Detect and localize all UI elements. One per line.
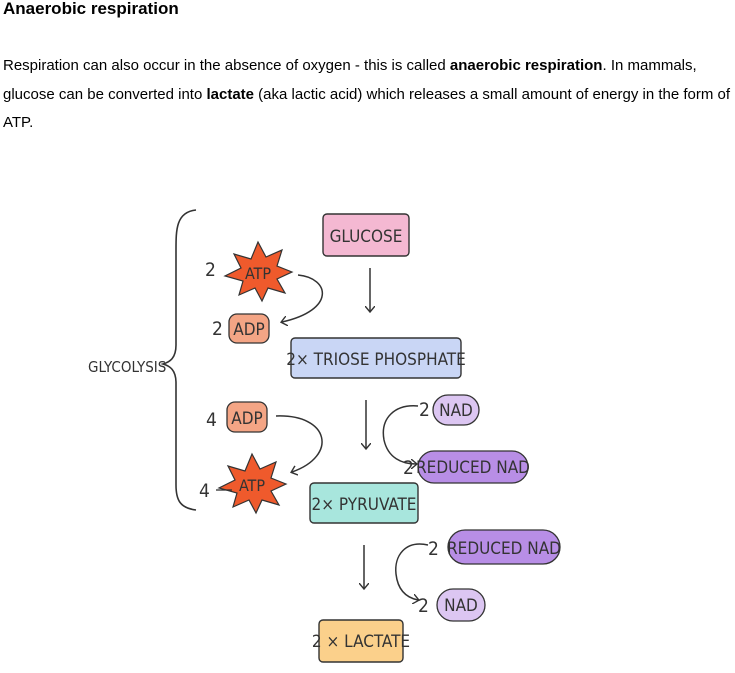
term-lactate: lactate [206, 85, 254, 103]
atp-top-count: 2 [205, 259, 216, 281]
intro-text-1: Respiration can also occur in the absenc… [3, 57, 450, 74]
reduced-nad-bottom-pill [447, 529, 561, 565]
adp-top-box [228, 313, 270, 344]
glycolysis-brace [160, 209, 197, 511]
curve-adp-to-atp [275, 415, 323, 472]
nad-bottom-label: NAD [444, 596, 478, 616]
glycolysis-label: GLYCOLYSIS [88, 358, 166, 376]
curve-nad-to-reduced-nad-top [382, 405, 418, 464]
curve-reduced-nad-to-nad-bottom [395, 543, 429, 600]
reduced-nad-top-pill [417, 450, 529, 484]
triose-phosphate-label: 2× TRIOSE PHOSPHATE [286, 350, 465, 370]
atp-top-label: ATP [245, 264, 271, 283]
atp-top-burst [223, 240, 294, 303]
curve-atp-to-adp [282, 274, 324, 322]
nad-top-count: 2 [419, 399, 430, 421]
nad-top-pill [432, 394, 480, 426]
adp-top-label: ADP [233, 320, 264, 340]
nad-bottom-pill [436, 588, 486, 622]
adp-bottom-box [226, 401, 268, 433]
nad-top-label: NAD [439, 401, 473, 421]
reduced-nad-top-count: 2 [403, 457, 414, 479]
lactate-label: 2 × LACTATE [312, 632, 410, 652]
intro-paragraph: Respiration can also occur in the absenc… [3, 52, 735, 138]
reduced-nad-bottom-label: REDUCED NAD [447, 539, 561, 559]
nad-bottom-count: 2 [418, 595, 429, 617]
triose-phosphate-box [290, 337, 462, 379]
term-anaerobic-respiration: anaerobic respiration [449, 57, 603, 74]
adp-bottom-label: ADP [231, 409, 262, 429]
intro-text-3: (aka lactic acid) which releases a small… [3, 85, 731, 132]
reduced-nad-top-label: REDUCED NAD [416, 458, 530, 478]
atp-bottom-label: ATP [239, 476, 265, 495]
intro-text-2: . In mammals, glucose can be converted i… [3, 57, 697, 103]
reduced-nad-bottom-count: 2 [428, 538, 439, 560]
atp-bottom-burst [217, 452, 288, 515]
atp-bottom-count: 4 [199, 480, 210, 502]
adp-top-count: 2 [212, 318, 223, 340]
lactate-box [318, 619, 404, 663]
pyruvate-box [309, 482, 419, 524]
page-title: Anaerobic respiration [3, 0, 179, 18]
glucose-label: GLUCOSE [330, 227, 403, 247]
glucose-box [322, 213, 410, 257]
adp-bottom-count: 4 [206, 409, 217, 431]
pyruvate-label: 2× PYRUVATE [312, 495, 417, 515]
